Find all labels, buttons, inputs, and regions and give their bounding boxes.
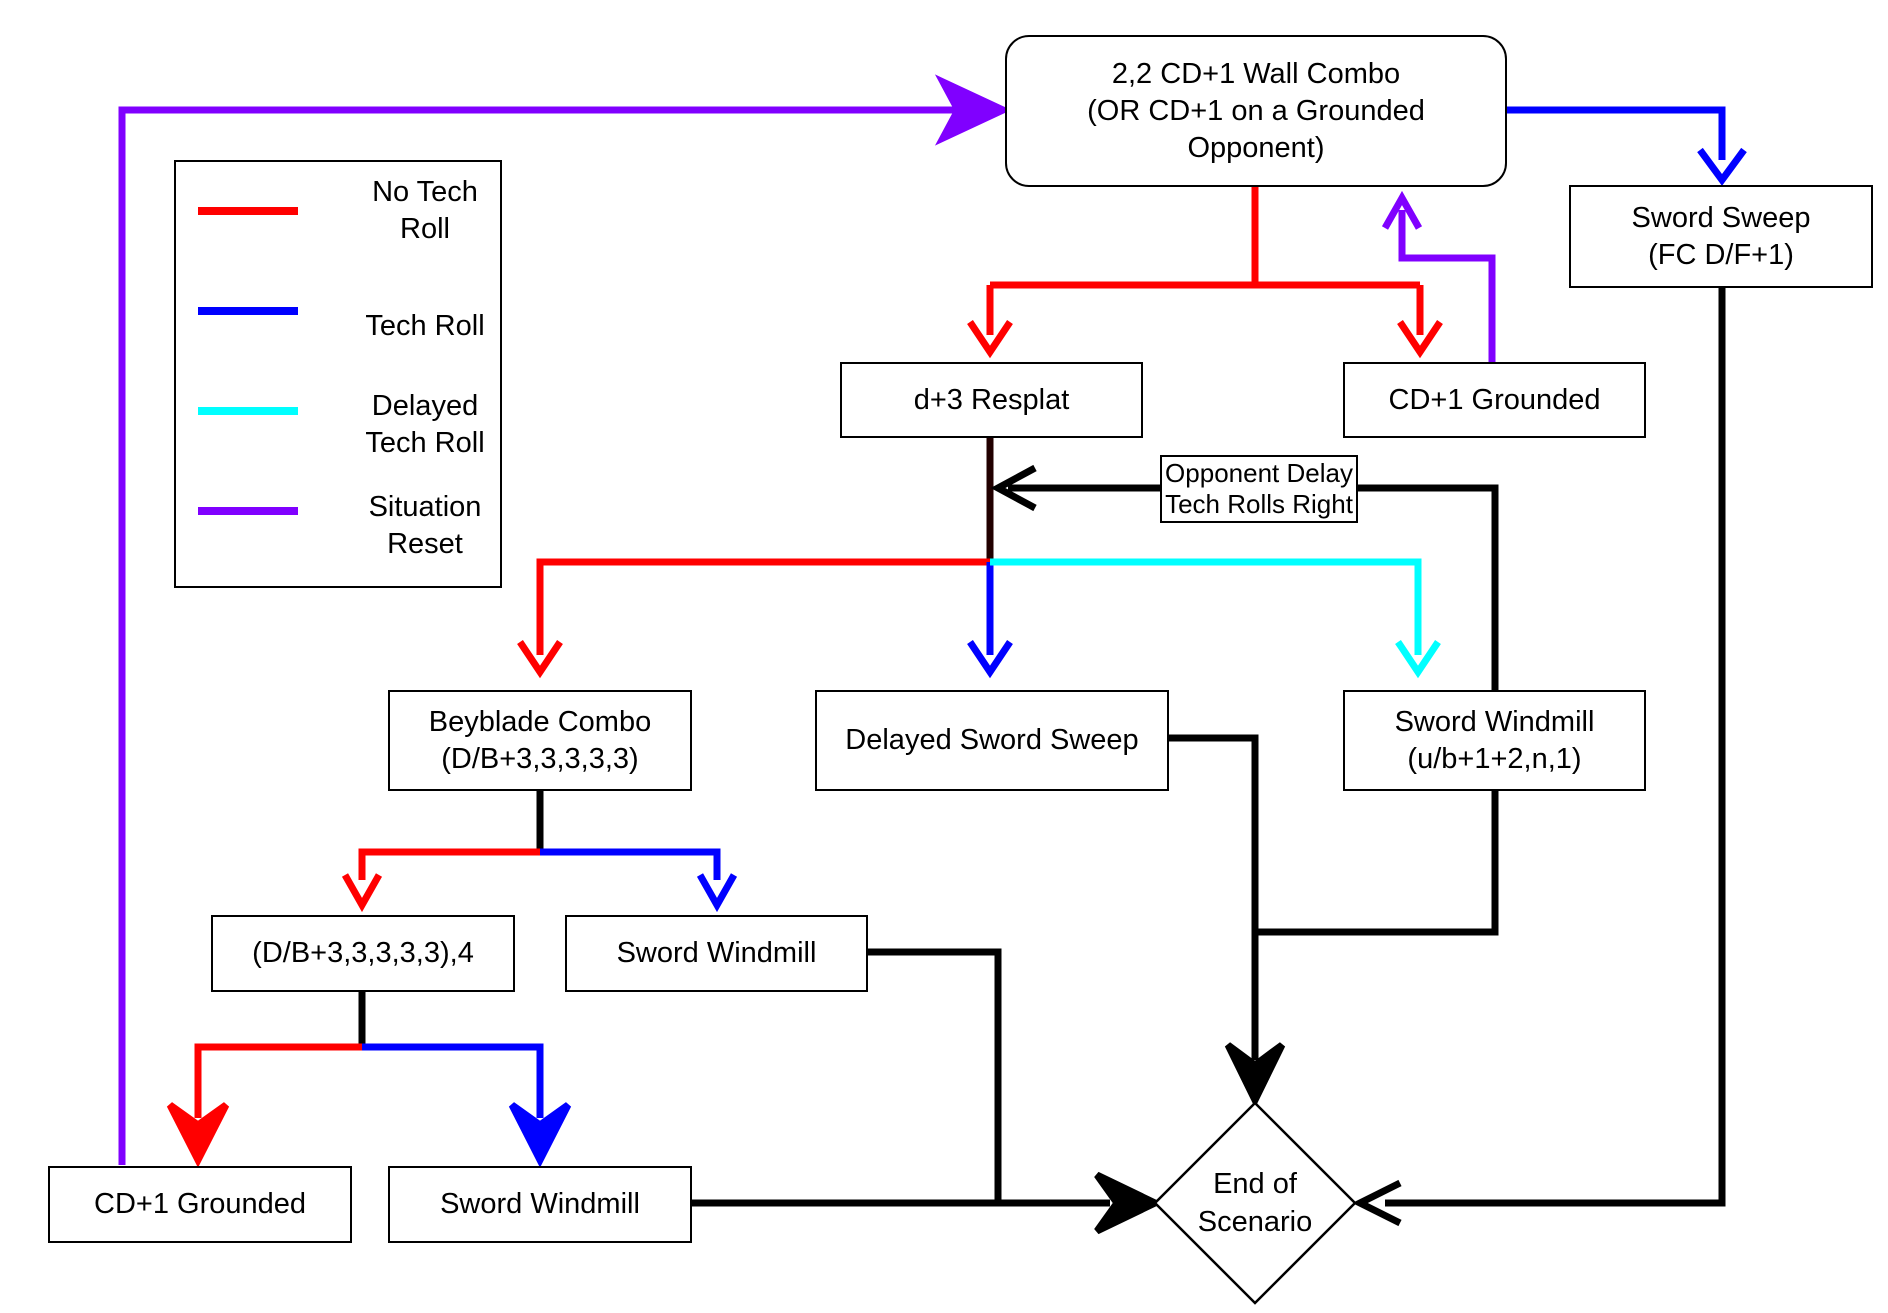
connector-resplat-to-beyblade [536,558,990,655]
node-cd1-grounded-top[interactable]: CD+1 Grounded [1343,362,1646,438]
connector-beyblade-to-b4 [358,848,540,880]
connector-resplat-to-windmill [990,558,1422,655]
arrowhead-left-into-end [1352,1179,1402,1227]
arrowhead-reset-up-to-wall [1381,190,1423,230]
node-sword-windmill-right[interactable]: Sword Windmill (u/b+1+2,n,1) [1343,690,1646,791]
node-end-of-scenario-label: End of Scenario [1197,1168,1313,1238]
arrowhead-into-b4 [341,873,383,913]
connector-beyblade-to-windmill-mid [540,848,721,880]
arrowhead-into-windmill-mid [696,873,738,913]
connector-reset-bottom-to-wall [118,106,978,1165]
legend-swatches [198,207,298,515]
arrowhead-delay-into-trunk [990,464,1037,512]
arrowhead-into-cd1-top [1397,320,1443,359]
node-beyblade-4[interactable]: (D/B+3,3,3,3,3),4 [211,915,515,992]
arrowhead-into-beyblade [517,640,563,679]
arrowhead-into-windmill-right [1395,640,1441,679]
arrowhead-right-into-end [1094,1171,1164,1235]
connector-b4-to-cd1 [194,1043,362,1118]
legend [174,160,502,588]
arrowhead-reset-into-wall [934,74,1012,146]
arrowhead-into-delayed-sweep [967,640,1013,679]
connector-b4-to-windmill-bottom [362,1043,544,1118]
connector-reset-top-to-wall [1398,210,1496,362]
node-cd1-grounded-bottom[interactable]: CD+1 Grounded [48,1166,352,1243]
arrowhead-into-windmill-bottom [508,1102,572,1168]
arrowhead-into-sword-sweep [1697,147,1747,186]
node-wall-combo[interactable]: 2,2 CD+1 Wall Combo (OR CD+1 on a Ground… [1005,35,1507,187]
connector-windmill-mid-to-end [868,948,1002,1203]
connector-wall-to-sword-sweep [1505,106,1726,160]
connector-wall-to-splits [986,186,1424,335]
node-delayed-sword-sweep[interactable]: Delayed Sword Sweep [815,690,1169,791]
node-sword-windmill-bottom[interactable]: Sword Windmill [388,1166,692,1243]
legend-label-situation-reset: Situation Reset [368,491,482,560]
node-beyblade-combo[interactable]: Beyblade Combo (D/B+3,3,3,3,3) [388,690,692,791]
connector-delayed-sweep-to-end [1168,734,1259,1060]
node-sword-windmill-mid[interactable]: Sword Windmill [565,915,868,992]
arrowhead-down-into-end [1224,1042,1286,1108]
legend-label-no-tech-roll: No Tech Roll [372,176,478,245]
arrowhead-into-resplat [967,320,1013,359]
connector-windmill-right-to-end [1255,790,1499,936]
legend-label-delayed-tech-roll: Delayed Tech Roll [365,390,485,459]
node-d3-resplat[interactable]: d+3 Resplat [840,362,1143,438]
end-of-scenario-diamond[interactable] [1153,1101,1357,1305]
arrowhead-into-cd1-bottom [166,1102,230,1168]
annotation-delay-tech-right: Opponent Delay Tech Rolls Right [1160,455,1358,523]
connector-sword-sweep-to-end [1385,287,1726,1207]
node-sword-sweep[interactable]: Sword Sweep (FC D/F+1) [1569,185,1873,288]
legend-label-tech-roll: Tech Roll [365,310,485,342]
